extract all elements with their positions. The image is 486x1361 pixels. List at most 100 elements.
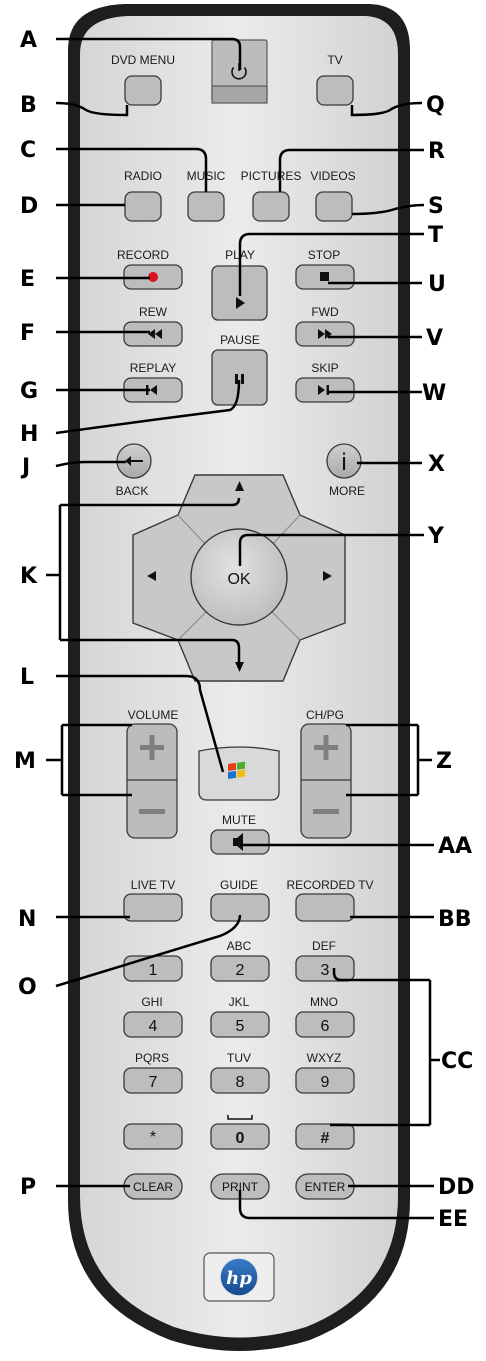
svg-text:9: 9 [321, 1074, 330, 1091]
mute-button[interactable] [210, 829, 270, 855]
callout-w: W [422, 381, 446, 406]
leader-lines [46, 37, 440, 1220]
ok-button[interactable]: OK [190, 528, 288, 626]
info-icon: i [341, 449, 346, 476]
tv-button[interactable] [316, 75, 354, 106]
back-arrow-icon [125, 456, 143, 466]
abc-label: ABC [227, 939, 252, 953]
callout-u: U [428, 272, 446, 297]
mno-label: MNO [310, 995, 338, 1009]
windows-logo-icon [228, 761, 245, 779]
callout-f: F [20, 321, 35, 346]
space-icon [227, 1115, 253, 1120]
dvd-menu-button[interactable] [124, 75, 162, 106]
ok-label: OK [227, 571, 250, 588]
dvd-menu-label: DVD MENU [111, 53, 175, 67]
pictures-button[interactable] [252, 191, 290, 222]
key-9[interactable]: 9 [295, 1067, 355, 1094]
channel-rocker[interactable] [300, 723, 352, 839]
rewind-icon [148, 329, 162, 339]
callout-g: G [20, 379, 38, 404]
volume-up-icon [140, 735, 164, 760]
svg-text:hp: hp [226, 1268, 252, 1289]
def-label: DEF [312, 939, 336, 953]
stop-icon [320, 272, 329, 281]
skip-label: SKIP [311, 361, 338, 375]
rew-button[interactable] [123, 321, 183, 347]
volume-rocker[interactable] [126, 723, 178, 839]
svg-text:PRINT: PRINT [222, 1180, 259, 1194]
pause-button[interactable] [211, 349, 268, 406]
callout-m: M [14, 749, 36, 774]
callout-b: B [20, 93, 37, 118]
callout-v: V [426, 326, 443, 351]
svg-text:CLEAR: CLEAR [133, 1180, 173, 1194]
svg-text:8: 8 [236, 1074, 245, 1091]
key-3[interactable]: 3 [295, 955, 355, 982]
videos-button[interactable] [315, 191, 353, 222]
enter-button[interactable]: ENTER [295, 1173, 355, 1200]
rew-label: REW [139, 305, 168, 319]
callout-z: Z [436, 749, 452, 774]
callout-ee: EE [438, 1207, 468, 1232]
wxyz-label: WXYZ [307, 1051, 342, 1065]
music-button[interactable] [187, 191, 225, 222]
key-hash[interactable]: # [295, 1123, 355, 1150]
guide-label: GUIDE [220, 878, 258, 892]
callout-e: E [20, 267, 35, 292]
record-label: RECORD [117, 248, 169, 262]
key-2[interactable]: 2 [210, 955, 270, 982]
mute-label: MUTE [222, 813, 256, 827]
key-6[interactable]: 6 [295, 1011, 355, 1038]
callout-q: Q [426, 93, 445, 118]
callout-bb: BB [438, 907, 472, 932]
key-0[interactable]: 0 [210, 1123, 270, 1150]
callout-h: H [20, 422, 38, 447]
fwd-button[interactable] [295, 321, 355, 347]
key-4[interactable]: 4 [123, 1011, 183, 1038]
svg-text:1: 1 [149, 962, 158, 979]
pause-label: PAUSE [220, 333, 260, 347]
more-button[interactable]: i [326, 443, 362, 479]
key-star[interactable]: * [123, 1123, 183, 1150]
radio-label: RADIO [124, 169, 162, 183]
key-5[interactable]: 5 [210, 1011, 270, 1038]
callout-s: S [428, 194, 444, 219]
callout-cc: CC [441, 1049, 473, 1074]
fwd-label: FWD [311, 305, 339, 319]
play-icon [236, 297, 245, 309]
live-tv-label: LIVE TV [131, 878, 175, 892]
callout-l: L [20, 665, 34, 690]
channel-up-icon [314, 735, 338, 760]
print-button[interactable]: PRINT [210, 1173, 270, 1200]
callout-y: Y [427, 524, 445, 549]
radio-button[interactable] [124, 191, 162, 222]
volume-down-icon [139, 809, 165, 814]
videos-label: VIDEOS [310, 169, 355, 183]
skip-button[interactable] [295, 377, 355, 403]
callout-letters: A B C D E F G H J K L M N O P Q R S T U … [14, 28, 475, 1232]
right-arrow-icon [323, 571, 332, 581]
pause-icon [235, 374, 238, 384]
recorded-tv-button[interactable] [295, 893, 355, 922]
key-1[interactable]: 1 [123, 955, 183, 982]
callout-p: P [20, 1175, 36, 1200]
up-arrow-icon [235, 481, 244, 491]
channel-down-icon [313, 809, 339, 814]
windows-start-button[interactable] [198, 746, 280, 801]
svg-text:4: 4 [149, 1018, 158, 1035]
live-tv-button[interactable] [123, 893, 183, 922]
volume-label: VOLUME [128, 708, 179, 722]
callout-r: R [428, 139, 445, 164]
svg-text:6: 6 [321, 1018, 330, 1035]
callout-c: C [20, 138, 36, 163]
key-7[interactable]: 7 [123, 1067, 183, 1094]
svg-text:#: # [321, 1130, 330, 1147]
key-8[interactable]: 8 [210, 1067, 270, 1094]
svg-text:ENTER: ENTER [305, 1180, 346, 1194]
stop-button[interactable] [295, 264, 355, 290]
hp-logo: hp [203, 1252, 275, 1302]
more-label: MORE [329, 484, 365, 498]
clear-button[interactable]: CLEAR [123, 1173, 183, 1200]
svg-text:3: 3 [321, 962, 330, 979]
